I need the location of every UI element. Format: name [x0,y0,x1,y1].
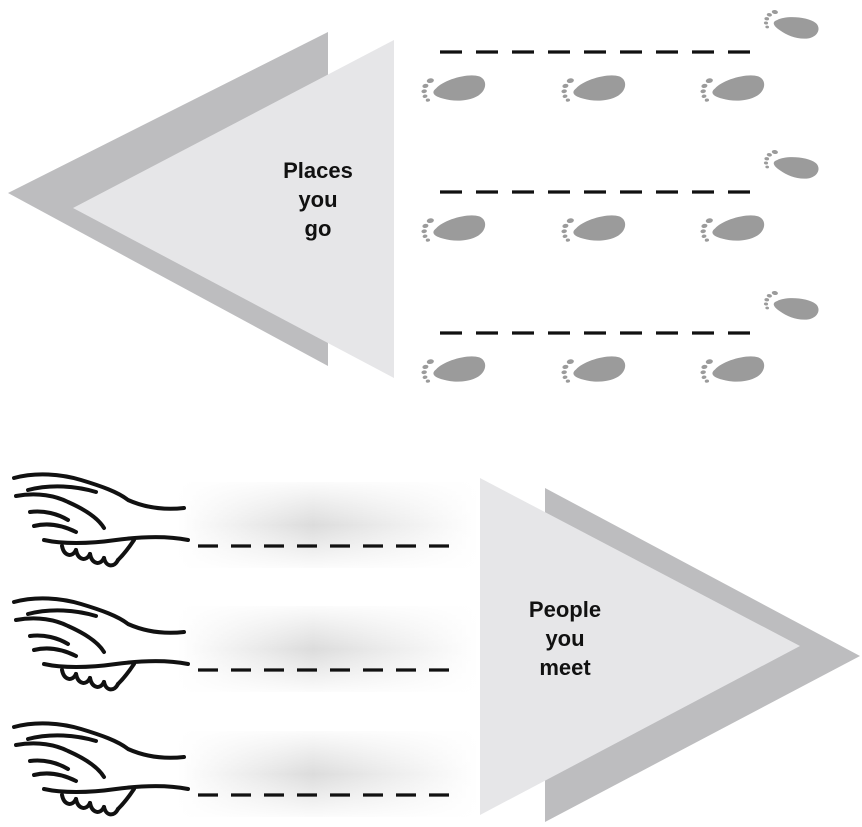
people-label-line-3: meet [539,655,591,680]
people-label-line-2: you [545,626,585,651]
footprint-icon [762,148,821,182]
footprint-icon [762,289,821,323]
footprint-row [419,289,821,389]
handshake-icon [12,596,190,692]
handshake-row [12,472,478,568]
handshake-rows [12,472,478,817]
footprint-icon [762,8,821,42]
people-arrow [480,478,860,822]
footprint-icon [559,350,628,389]
people-label-line-1: People [528,597,602,622]
handshake-row [12,721,478,817]
footprint-row [419,148,821,248]
places-label-line-1: Places [283,158,353,183]
footprint-rows [419,8,821,389]
footprint-icon [698,350,767,389]
places-arrow-front [73,40,394,378]
row-band-shade [178,482,478,568]
places-label-line-2: you [298,187,338,212]
footprint-icon [419,350,488,389]
handshake-icon [12,721,190,817]
handshake-row [12,596,478,692]
footprint-row [419,8,821,108]
footprint-icon [698,209,767,248]
footprint-icon [559,209,628,248]
people-arrow-front [480,478,800,815]
people-arrow-label: People you meet [505,595,625,682]
footprint-icon [419,69,488,108]
places-arrow [8,32,394,378]
places-arrow-label: Places you go [258,156,378,243]
footprint-icon [698,69,767,108]
places-label-line-3: go [304,216,332,241]
handshake-icon [12,472,190,568]
row-band-shade [178,606,478,692]
footprint-icon [559,69,628,108]
row-band-shade [178,731,478,817]
footprint-icon [419,209,488,248]
